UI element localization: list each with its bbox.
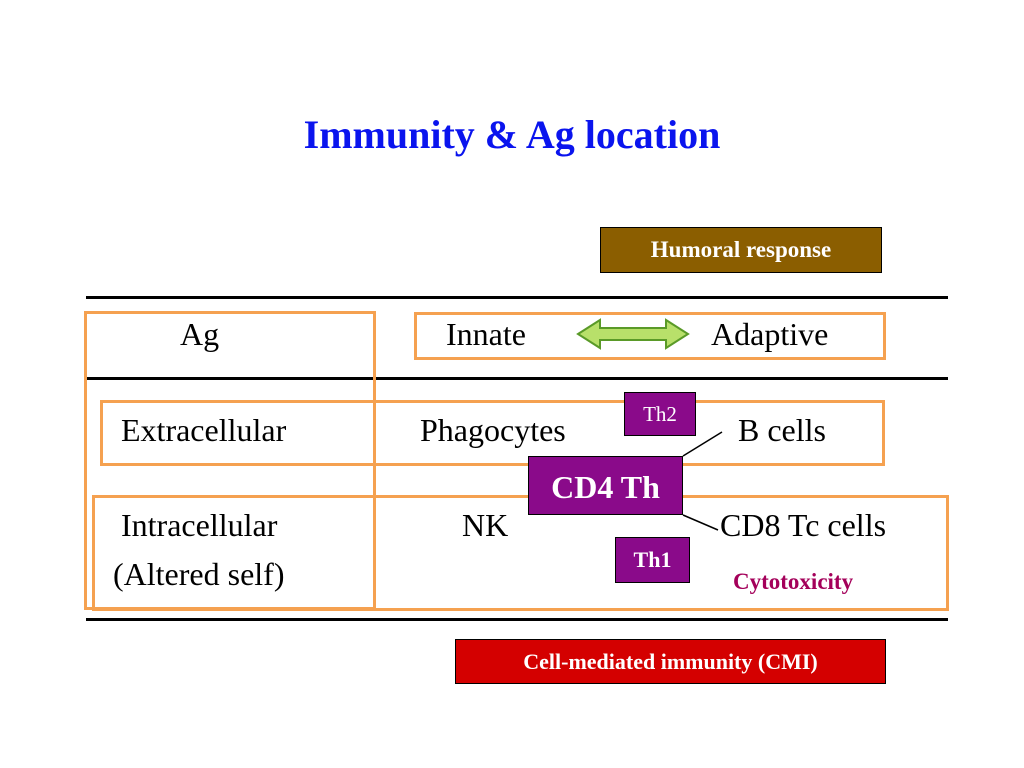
table-top-rule xyxy=(86,296,948,299)
intracellular-row-outline xyxy=(92,495,949,611)
cmi-label: Cell-mediated immunity (CMI) xyxy=(455,639,886,684)
row-intracellular-ag-line2: (Altered self) xyxy=(113,556,285,592)
row-intracellular-innate: NK xyxy=(462,507,509,543)
humoral-response-label: Humoral response xyxy=(600,227,882,273)
row-intracellular-ag-line1: Intracellular xyxy=(121,507,278,543)
header-innate: Innate xyxy=(446,316,526,352)
header-adaptive: Adaptive xyxy=(711,316,829,352)
row-extracellular-ag: Extracellular xyxy=(121,412,287,448)
innate-adaptive-header-outline xyxy=(414,312,886,360)
cytotoxicity-label: Cytotoxicity xyxy=(733,569,854,594)
cd4-th-box: CD4 Th xyxy=(528,456,683,515)
th1-box: Th1 xyxy=(615,537,690,583)
header-ag: Ag xyxy=(180,316,220,352)
slide-title: Immunity & Ag location xyxy=(303,112,721,157)
table-bottom-rule xyxy=(86,618,948,621)
th2-box: Th2 xyxy=(624,392,696,436)
extracellular-row-outline xyxy=(100,400,885,466)
row-intracellular-adaptive: CD8 Tc cells xyxy=(720,507,887,543)
table-header-rule xyxy=(86,377,948,380)
row-extracellular-adaptive: B cells xyxy=(738,412,826,448)
row-extracellular-innate: Phagocytes xyxy=(420,412,566,448)
